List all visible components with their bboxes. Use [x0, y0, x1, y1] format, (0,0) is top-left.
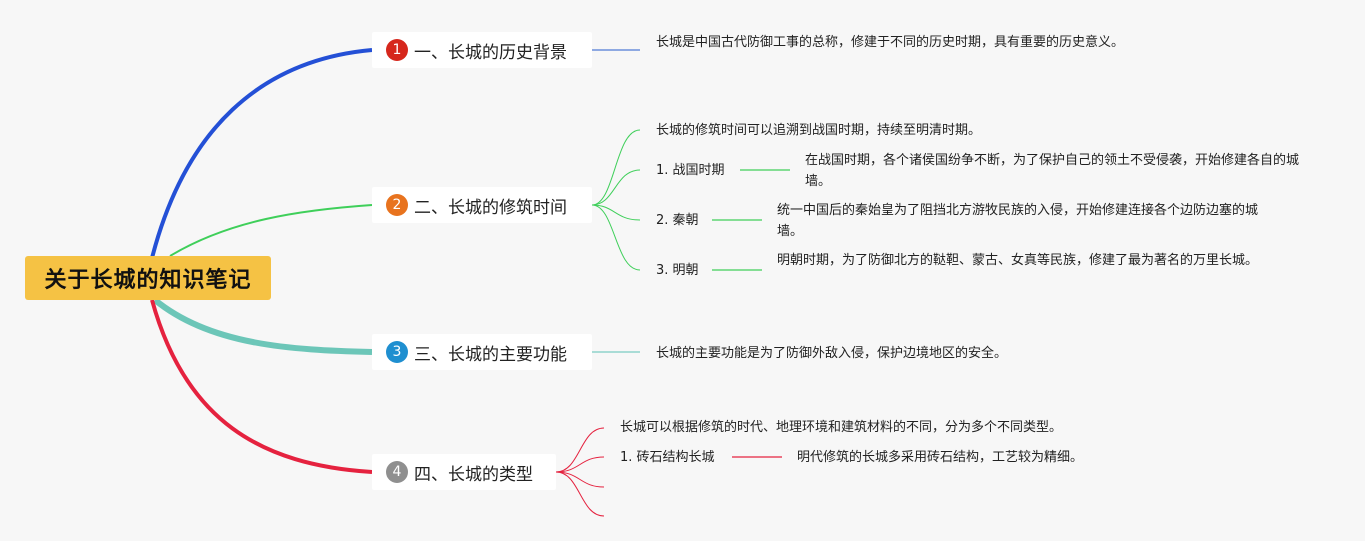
branch-3-line — [153, 297, 373, 355]
branch-3-number-badge: 3 — [386, 341, 408, 363]
branch-3-note[interactable]: 长城的主要功能是为了防御外敌入侵，保护边境地区的安全。 — [656, 346, 1008, 361]
branch-1-note[interactable]: 长城是中国古代防御工事的总称，修建于不同的历史时期，具有重要的历史意义。 — [656, 35, 1125, 50]
branch-1-number-badge: 1 — [386, 39, 408, 61]
root-topic[interactable]: 关于长城的知识笔记 — [25, 256, 271, 300]
branch-2-topic[interactable]: 2 二、长城的修筑时间 — [372, 187, 592, 223]
branch-4-fan-note — [555, 427, 605, 473]
branch-3-label: 三、长城的主要功能 — [414, 344, 567, 365]
branch-2-label: 二、长城的修筑时间 — [414, 197, 567, 218]
branch-2-item-2-label[interactable]: 2. 秦朝 — [656, 213, 699, 228]
branch-2-fan-3 — [591, 204, 641, 271]
branch-4-note[interactable]: 长城可以根据修筑的时代、地理环境和建筑材料的不同，分为多个不同类型。 — [620, 420, 1063, 435]
branch-2-item-3-label[interactable]: 3. 明朝 — [656, 263, 699, 278]
branch-2-fan-2 — [591, 204, 641, 221]
branch-4-fan-1 — [555, 456, 605, 473]
branch-2-note[interactable]: 长城的修筑时间可以追溯到战国时期，持续至明清时期。 — [656, 123, 982, 138]
branch-2-item-3-desc[interactable]: 明朝时期，为了防御北方的鞑靼、蒙古、女真等民族，修建了最为著名的万里长城。 — [777, 253, 1259, 268]
branch-3-topic[interactable]: 3 三、长城的主要功能 — [372, 334, 592, 370]
branch-4-fan-empty-2 — [555, 471, 605, 517]
branch-1-label: 一、长城的历史背景 — [414, 42, 567, 63]
branch-1-line — [150, 48, 373, 259]
branch-2-number-badge: 2 — [386, 194, 408, 216]
branch-2-fan-note — [591, 129, 641, 206]
branch-4-number-badge: 4 — [386, 461, 408, 483]
branch-4-topic[interactable]: 4 四、长城的类型 — [372, 454, 556, 490]
branch-2-item-2-desc[interactable]: 统一中国后的秦始皇为了阻挡北方游牧民族的入侵，开始修建连接各个边防边塞的城墙。 — [777, 203, 1259, 239]
branch-4-line — [150, 299, 373, 474]
branch-1-topic[interactable]: 1 一、长城的历史背景 — [372, 32, 592, 68]
root-title: 关于长城的知识笔记 — [44, 268, 252, 293]
branch-4-label: 四、长城的类型 — [414, 464, 533, 485]
branch-2-item-1-label[interactable]: 1. 战国时期 — [656, 163, 725, 178]
branch-2-item-1-desc[interactable]: 在战国时期，各个诸侯国纷争不断，为了保护自己的领土不受侵袭，开始修建各自的城墙。 — [805, 153, 1300, 189]
branch-4-fan-empty-1 — [555, 471, 605, 488]
branch-4-item-1-desc[interactable]: 明代修筑的长城多采用砖石结构，工艺较为精细。 — [797, 450, 1084, 465]
branch-2-line — [169, 204, 373, 257]
branch-2-fan-1 — [591, 169, 641, 206]
branch-4-item-1-label[interactable]: 1. 砖石结构长城 — [620, 450, 715, 465]
